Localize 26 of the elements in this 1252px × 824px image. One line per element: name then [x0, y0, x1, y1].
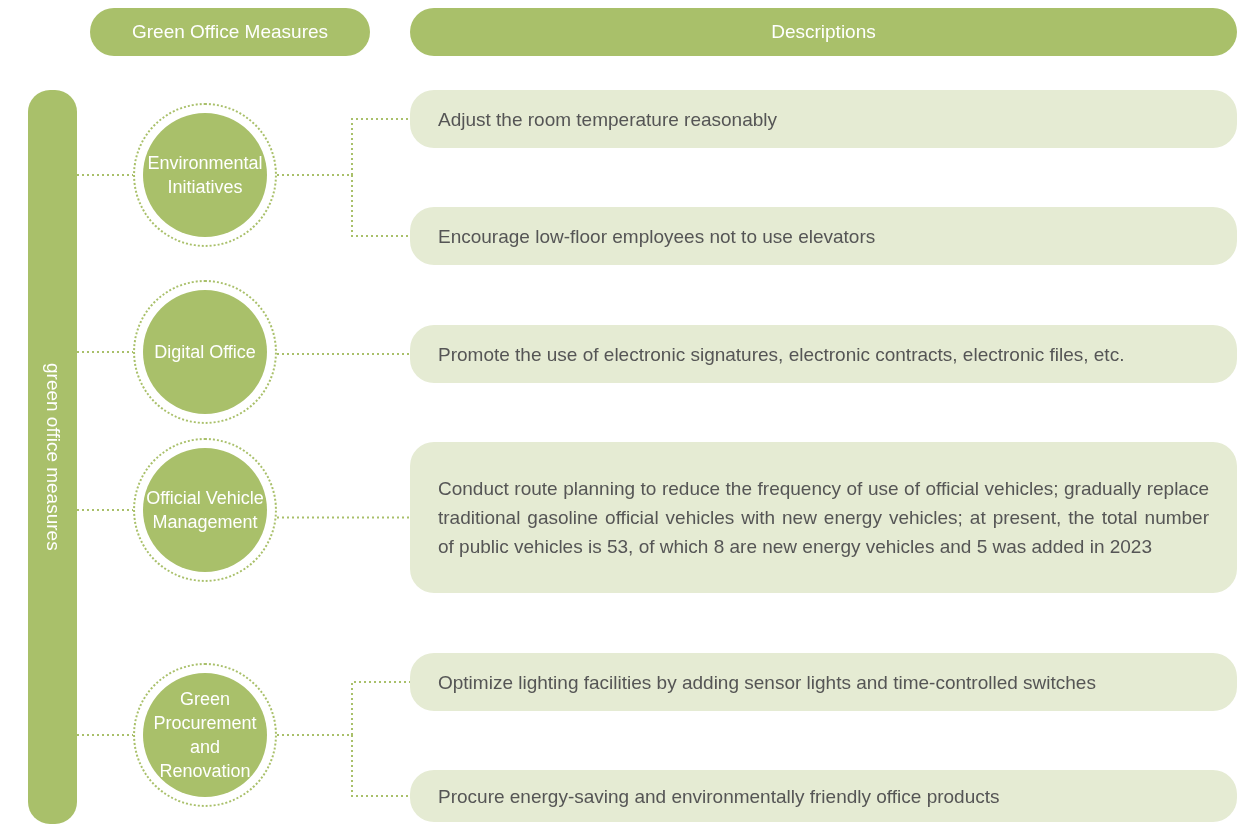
description-text: Adjust the room temperature reasonably	[438, 107, 778, 132]
description-box	[410, 770, 1237, 822]
header-text: Green Office Measures	[131, 21, 329, 43]
vertical-title-bar	[28, 90, 77, 824]
measure-text: Green Procurement and Renovation	[152, 688, 258, 783]
header-pill	[410, 8, 1237, 56]
measure-text: Official Vehicle Management	[145, 487, 265, 534]
description-box	[410, 90, 1237, 148]
description-box	[410, 207, 1237, 265]
dotted-connector	[276, 174, 411, 237]
dotted-connector	[276, 734, 411, 797]
header-text: Descriptions	[771, 21, 876, 43]
description-text: Procure energy-saving and environmentally friendly office products	[438, 784, 1001, 809]
description-text: Conduct route planning to reduce the frequency of use of official vehicles; gradually replace traditional gasoline official vehicles with new energy vehicles; at present, the total number of public vehicles is 53, of which 8 are new energy vehicles and 5 was added in 2023	[438, 477, 1209, 559]
header-pill	[90, 8, 370, 56]
description-box	[410, 325, 1237, 383]
dotted-connector	[276, 353, 411, 355]
description-text: Encourage low-floor employees not to use elevators	[438, 224, 877, 249]
description-box	[410, 653, 1237, 711]
description-box	[410, 442, 1237, 593]
measure-text: Digital Office	[153, 341, 257, 364]
title-text: green office measures	[41, 363, 64, 551]
description-text: Promote the use of electronic signatures, electronic contracts, electronic files, etc.	[438, 342, 1126, 367]
dotted-connector	[276, 516, 411, 519]
description-text: Optimize lighting facilities by adding sensor lights and time-controlled switches	[438, 670, 1097, 695]
measure-text: Environmental Initiatives	[146, 152, 264, 199]
